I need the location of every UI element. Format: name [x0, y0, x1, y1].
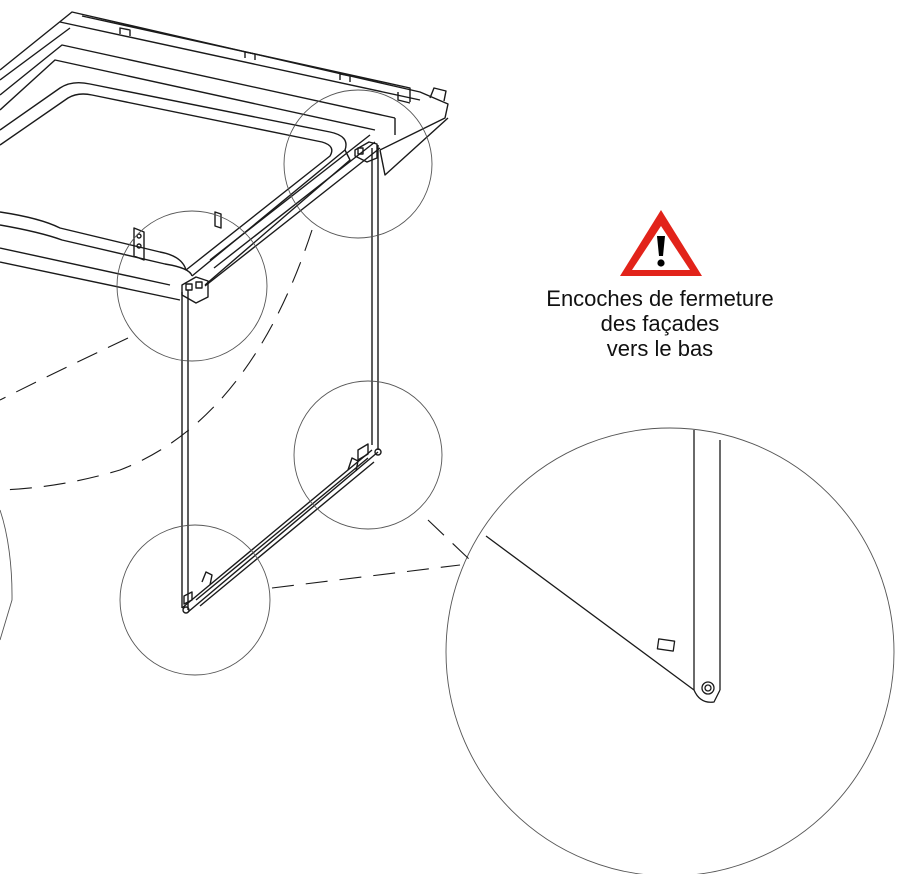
detail-circle-bottom-left: [119, 524, 271, 676]
detail-circle-top-right: [283, 89, 433, 239]
warning-line-1: Encoches de fermeture: [546, 286, 774, 311]
detail-circle-zoom: [445, 427, 895, 874]
warning-line-2: des façades: [600, 311, 720, 336]
zoom-detail: [485, 430, 721, 703]
warning-line-3: vers le bas: [606, 336, 714, 361]
ceiling-frame: [0, 11, 449, 301]
warning-caption: Encoches de fermeture des façades vers l…: [470, 286, 850, 361]
warning-triangle-icon: [620, 210, 702, 276]
detail-circle-bottom-right: [293, 380, 443, 530]
detail-circle-top-left: [116, 210, 268, 362]
facade-panel: [181, 141, 382, 614]
detail-circles: [0, 89, 895, 874]
leader-lines: [0, 229, 471, 589]
